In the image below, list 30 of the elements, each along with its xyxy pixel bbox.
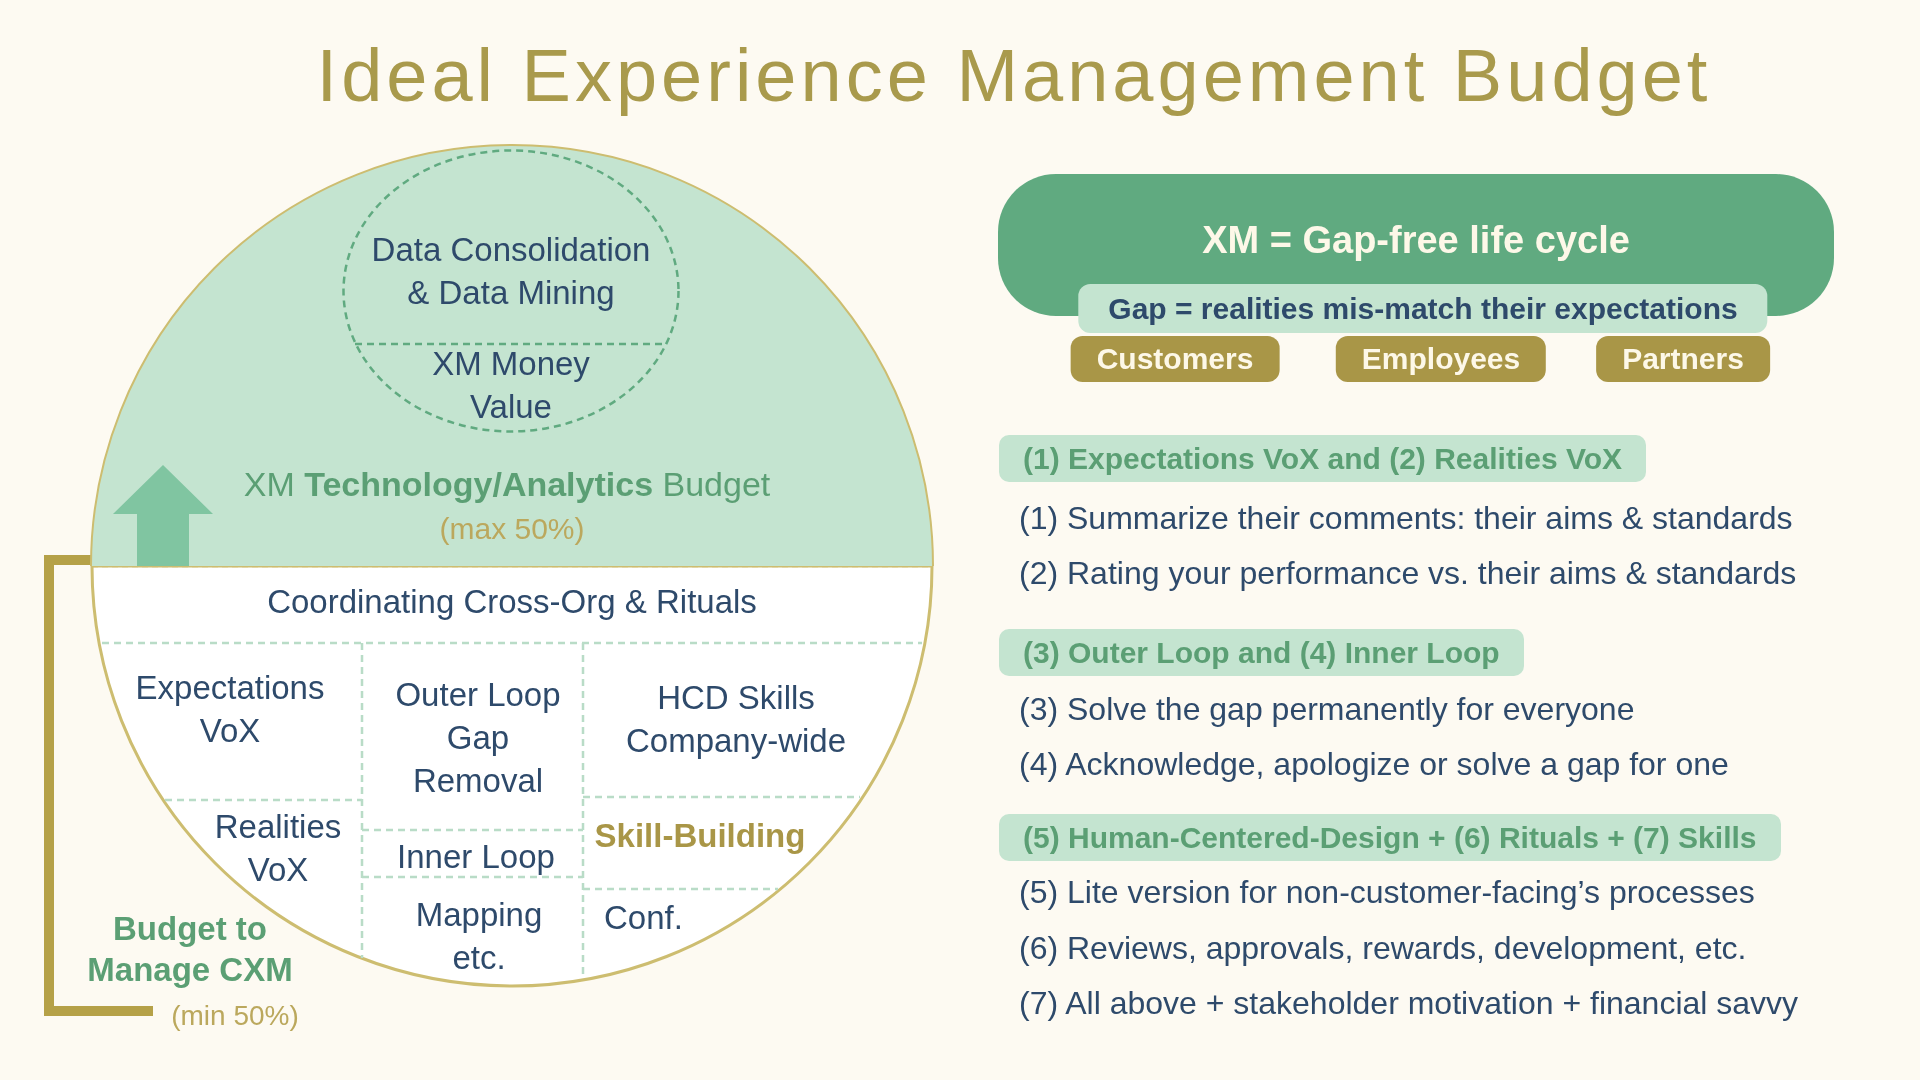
segment-label: Realities VoX	[203, 806, 353, 892]
percent-note: (max 50%)	[439, 510, 585, 547]
segment-label: Inner Loop	[397, 835, 555, 879]
segment-label: Mapping etc.	[399, 894, 559, 980]
list-item: (4) Acknowledge, apologize or solve a gap for one	[1019, 745, 1729, 785]
segment-label: Expectations VoX	[120, 667, 340, 753]
segment-label: Coordinating Cross-Org & Rituals	[267, 580, 757, 624]
side-label: Budget to Manage CXM	[86, 908, 294, 990]
list-item: (6) Reviews, approvals, rewards, development, etc.	[1019, 929, 1747, 969]
section-heading: (3) Outer Loop and (4) Inner Loop	[999, 629, 1524, 676]
percent-note: (min 50%)	[171, 998, 299, 1033]
list-item: (5) Lite version for non-customer-facing’s processes	[1019, 873, 1755, 913]
list-item: (1) Summarize their comments: their aims & standards	[1019, 499, 1793, 539]
section-heading: (5) Human-Centered-Design + (6) Rituals + (7) Skills	[999, 814, 1781, 861]
subtitle-banner: Gap = realities mis-match their expectations	[1078, 284, 1768, 333]
segment-label: Data Consolidation & Data Mining	[370, 230, 652, 313]
budget-heading: XM Technology/Analytics Budget	[243, 463, 771, 505]
list-item: (3) Solve the gap permanently for everyone	[1019, 690, 1635, 730]
segment-label: HCD Skills Company-wide	[611, 677, 861, 763]
section-heading: (1) Expectations VoX and (2) Realities VoX	[999, 435, 1647, 482]
audience-tag: Employees	[1335, 336, 1547, 382]
audience-tag: Partners	[1596, 336, 1770, 382]
list-item: (2) Rating your performance vs. their aims & standards	[1019, 554, 1797, 594]
segment-label: Skill-Building	[594, 814, 806, 858]
list-item: (7) All above + stakeholder motivation + financial savvy	[1019, 984, 1799, 1024]
audience-tag: Customers	[1070, 336, 1280, 382]
segment-label: Conf.	[604, 896, 683, 940]
segment-label: XM Money Value	[431, 344, 591, 427]
segment-label: Outer Loop Gap Removal	[378, 673, 578, 803]
page-title: Ideal Experience Management Budget	[316, 32, 1712, 119]
